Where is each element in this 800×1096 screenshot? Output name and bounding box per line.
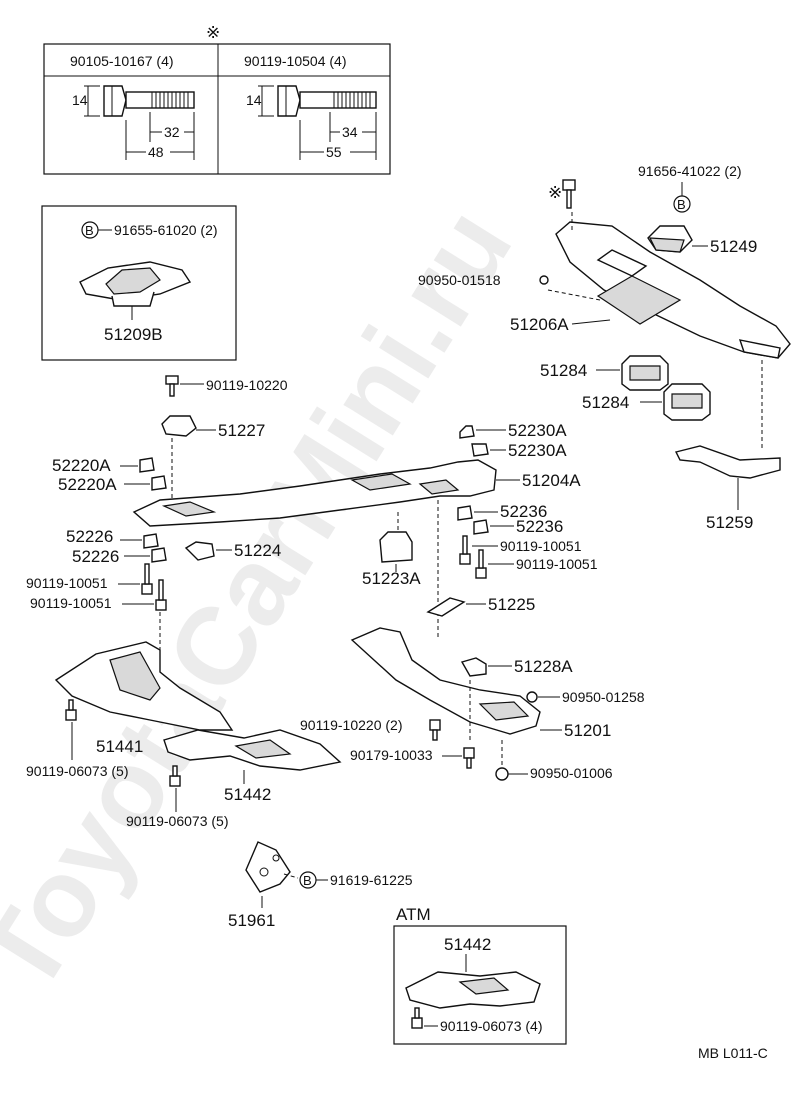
label-52226-b: 52226 [72, 547, 119, 566]
bolt-table-asterisk: ※ [206, 23, 220, 42]
inset-51209B: B 91655-61020 (2) 51209B [41, 205, 237, 361]
bolt-52230A-a [459, 425, 475, 439]
cushion-52220A-b [151, 475, 167, 491]
label-51201: 51201 [564, 721, 611, 740]
label-90119-10051-b: 90119-10051 [30, 595, 112, 611]
bolt-90119-10220-icon [165, 375, 179, 397]
label-51284-a: 51284 [540, 361, 587, 380]
label-51249: 51249 [710, 237, 757, 256]
bolt-asterisk-icon [562, 179, 576, 209]
label-52220A-a: 52220A [52, 456, 111, 475]
bolt-2-drawing [258, 85, 377, 160]
cushion-52226-b [151, 547, 167, 563]
cushion-52236-a [457, 505, 473, 521]
cushion-51224 [184, 541, 215, 561]
inset-fastener-label: 91655-61020 (2) [114, 222, 218, 238]
label-90119-10051-c: 90119-10051 [500, 538, 582, 554]
cushion-52226-a [143, 533, 159, 549]
bolt-2-thread: 34 [342, 124, 358, 140]
label-51224: 51224 [234, 541, 281, 560]
bolt-90119-10220-2-icon [429, 719, 441, 741]
bolt-90119-10051-a-icon [141, 563, 153, 595]
bolt-1-drawing [84, 85, 195, 160]
atm-title: ATM [396, 905, 431, 924]
cushion-52236-b [473, 519, 489, 535]
label-90119-10220-2: 90119-10220 (2) [300, 717, 402, 733]
inset-part-label: 51209B [104, 325, 163, 344]
label-51961: 51961 [228, 911, 275, 930]
label-52236-a: 52236 [500, 502, 547, 521]
bracket-51961 [245, 841, 291, 893]
atm-box: 51442 90119-06073 (4) [393, 925, 567, 1045]
label-90950-01518: 90950-01518 [418, 272, 501, 288]
label-51284-b: 51284 [582, 393, 629, 412]
stopper-51225 [426, 597, 466, 617]
bolt-part-1: 90105-10167 (4) [70, 53, 174, 69]
bolt-90119-06073-atm-icon [411, 1007, 423, 1029]
label-51442: 51442 [224, 785, 271, 804]
bracket-51227 [161, 415, 197, 437]
cushion-52220A-a [139, 457, 155, 473]
label-91619: 91619-61225 [330, 872, 413, 888]
bolt-90119-10051-d-icon [475, 549, 487, 579]
label-52226-a: 52226 [66, 527, 113, 546]
atm-part-label: 51442 [444, 935, 491, 954]
label-90950-01006: 90950-01006 [530, 765, 613, 781]
label-90179-10033: 90179-10033 [350, 747, 433, 763]
label-51225: 51225 [488, 595, 535, 614]
bolt-1-head: 14 [72, 92, 88, 108]
label-90119-10220: 90119-10220 [206, 377, 288, 393]
label-52230A-b: 52230A [508, 441, 567, 460]
bracket-51228A [460, 657, 487, 677]
nut-90950-01258 [526, 691, 538, 703]
atm-fastener-label: 90119-06073 (4) [440, 1018, 542, 1034]
label-90119-10051-d: 90119-10051 [516, 556, 598, 572]
label-90119-06073-b: 90119-06073 (5) [126, 813, 228, 829]
circle-b-91656: B [677, 197, 686, 212]
bolt-90179-10033-icon [463, 747, 475, 769]
label-51259: 51259 [706, 513, 753, 532]
bolt-90119-10051-b-icon [155, 579, 167, 611]
label-51441: 51441 [96, 737, 143, 756]
bolt-2-length: 55 [326, 144, 342, 160]
bolt-90119-06073-b-icon [169, 765, 181, 787]
bushing-52230A-b [471, 443, 489, 457]
label-51228A: 51228A [514, 657, 573, 676]
nut-90950-01518 [539, 275, 549, 285]
label-52236-b: 52236 [516, 517, 563, 536]
figure-code: MB L011-C [698, 1045, 768, 1061]
label-51227: 51227 [218, 421, 265, 440]
label-51206A: 51206A [510, 315, 569, 334]
label-51223A: 51223A [362, 569, 421, 588]
crossmember-51204A [132, 459, 497, 527]
asterisk-marker: ※ [548, 183, 562, 202]
bolt-2-head: 14 [246, 92, 262, 108]
label-51204A: 51204A [522, 471, 581, 490]
label-52230A-a: 52230A [508, 421, 567, 440]
bolt-part-2: 90119-10504 (4) [244, 53, 346, 69]
label-90119-06073-a: 90119-06073 (5) [26, 763, 128, 779]
bracket-51259 [674, 445, 781, 479]
label-90119-10051-a: 90119-10051 [26, 575, 108, 591]
label-91656: 91656-41022 (2) [638, 163, 742, 179]
bolt-90119-10051-c-icon [459, 535, 471, 565]
label-52220A-b: 52220A [58, 475, 117, 494]
nut-90950-01006 [495, 767, 509, 781]
bolt-1-length: 48 [148, 144, 164, 160]
label-90950-01258: 90950-01258 [562, 689, 645, 705]
circle-b-label: B [85, 223, 94, 238]
bolt-1-thread: 32 [164, 124, 180, 140]
insulator-51223A [379, 531, 413, 563]
bolt-90119-06073-a-icon [65, 699, 77, 721]
circle-b-91619: B [303, 873, 312, 888]
bolt-table: 90105-10167 (4) 90119-10504 (4) 14 32 48 [43, 43, 391, 175]
